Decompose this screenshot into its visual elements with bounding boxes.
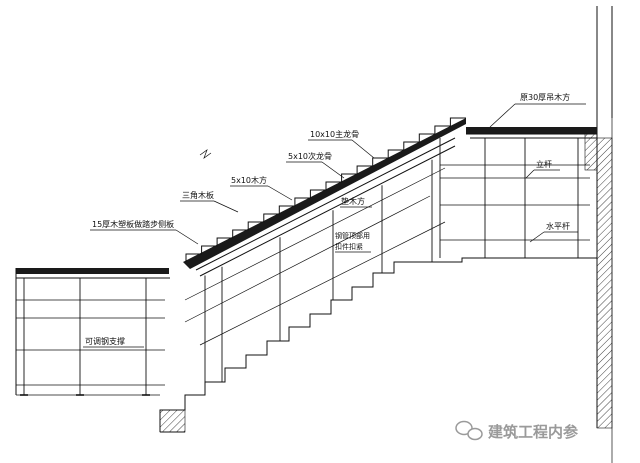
break-symbol xyxy=(199,149,212,159)
right-wall xyxy=(584,6,613,463)
stair-slab xyxy=(183,117,466,277)
label-column: 立杆 xyxy=(536,159,552,169)
watermark: 建筑工程内参 xyxy=(455,420,579,441)
watermark-text: 建筑工程内参 xyxy=(488,423,579,441)
label-sleeper: 垫木方 xyxy=(341,196,365,206)
scaffold-ledger xyxy=(184,167,446,301)
wechat-icon xyxy=(455,420,483,441)
label-steel-tube-note-2: 扣件扣紧 xyxy=(335,242,363,251)
scaffolding xyxy=(16,138,590,396)
label-top-beam: 原30厚吊木方 xyxy=(520,92,570,102)
label-main-keel: 10x10主龙骨 xyxy=(310,129,359,139)
label-side-board: 15厚木塑板做踏步侧板 xyxy=(92,219,174,229)
upper-landing-slab xyxy=(466,127,597,139)
label-secondary-keel: 5x10次龙骨 xyxy=(288,151,332,161)
label-triangle-board: 三角木板 xyxy=(182,190,214,200)
annotations: 原30厚吊木方 10x10主龙骨 5x10次龙骨 5x10木方 三角木板 15厚… xyxy=(83,92,586,348)
scaffold-ledger xyxy=(184,195,431,323)
label-horizontal-bar: 水平杆 xyxy=(546,221,570,231)
label-steel-tube-note-1: 钢管顶部用 xyxy=(335,231,370,240)
scaffold-ledger xyxy=(199,221,446,346)
ground-profile xyxy=(16,257,597,433)
label-wood-square: 5x10木方 xyxy=(231,175,267,185)
label-adjustable-support: 可调钢支撑 xyxy=(85,336,125,346)
lower-landing-slab xyxy=(15,268,170,395)
